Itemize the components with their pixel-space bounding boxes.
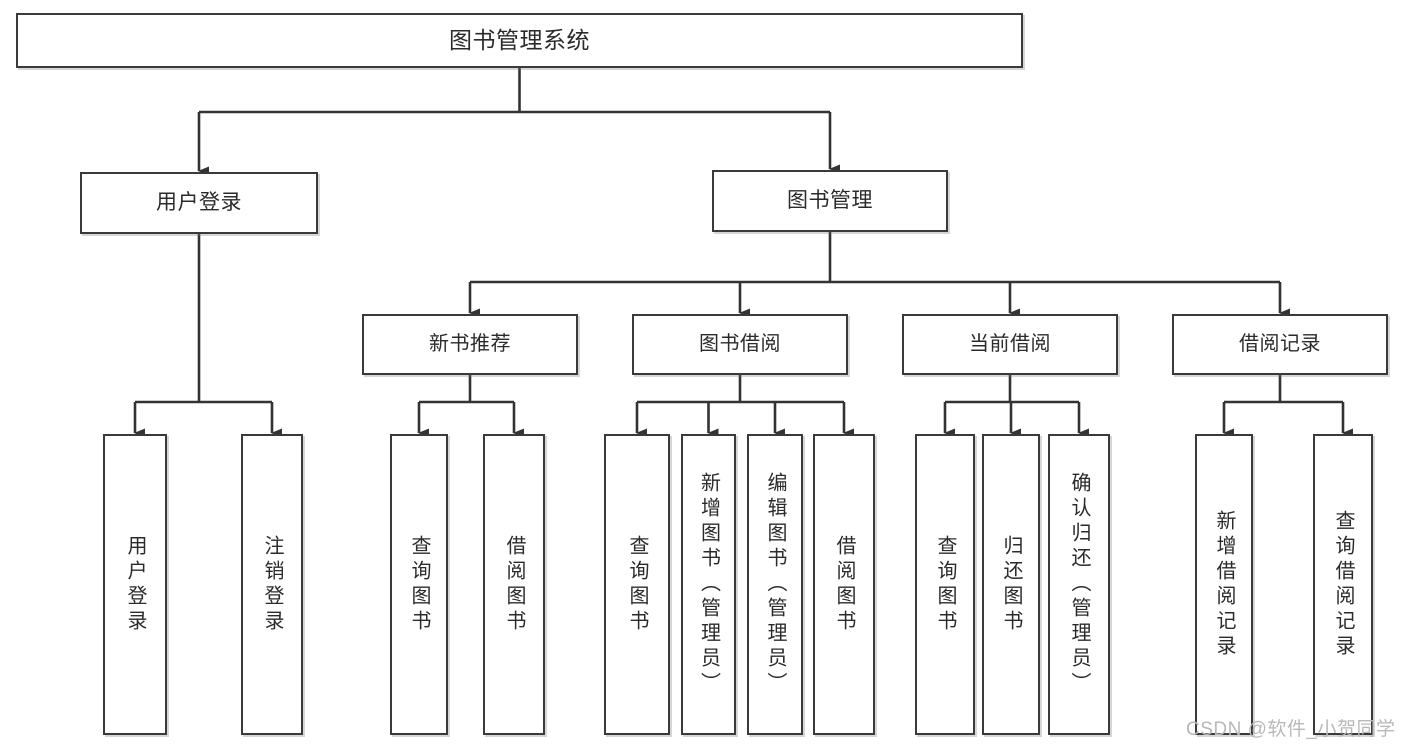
leaf-borrow-book-label: 借阅图书 <box>833 534 855 635</box>
leaf-add-borrow-record-label: 新增借阅记录 <box>1213 509 1235 660</box>
node-current-borrow-label: 当前借阅 <box>969 332 1051 355</box>
node-book-management-label: 图书管理 <box>787 188 873 212</box>
node-current-borrow[interactable]: 当前借阅 <box>902 314 1118 375</box>
leaf-user-login-label: 用户登录 <box>124 534 146 635</box>
leaf-logout[interactable]: 注销登录 <box>241 434 303 735</box>
leaf-query-book-recommend[interactable]: 查询图书 <box>390 434 448 735</box>
leaf-confirm-return-admin[interactable]: 确认归还（管理员） <box>1048 434 1110 735</box>
node-book-borrow[interactable]: 图书借阅 <box>632 314 848 375</box>
leaf-edit-book-admin-label: 编辑图书（管理员） <box>764 472 786 697</box>
node-book-management[interactable]: 图书管理 <box>712 170 948 232</box>
node-borrow-record-label: 借阅记录 <box>1239 332 1321 355</box>
node-new-book-recommend-label: 新书推荐 <box>429 332 511 355</box>
leaf-add-book-admin[interactable]: 新增图书（管理员） <box>681 434 736 735</box>
leaf-borrow-book-recommend[interactable]: 借阅图书 <box>483 434 545 735</box>
watermark: CSDN @软件_小贺同学 <box>1186 719 1396 740</box>
leaf-return-book[interactable]: 归还图书 <box>982 434 1040 735</box>
node-user-login-label: 用户登录 <box>156 190 242 214</box>
node-root[interactable]: 图书管理系统 <box>16 13 1023 68</box>
leaf-query-book-label: 查询图书 <box>626 534 648 635</box>
leaf-user-login[interactable]: 用户登录 <box>103 434 167 735</box>
leaf-logout-label: 注销登录 <box>261 534 283 635</box>
node-root-label: 图书管理系统 <box>449 26 590 53</box>
leaf-query-borrow-record-label: 查询借阅记录 <box>1332 509 1354 660</box>
edge-group <box>133 68 1353 438</box>
leaf-return-book-label: 归还图书 <box>1000 534 1022 635</box>
leaf-add-book-admin-label: 新增图书（管理员） <box>697 472 720 697</box>
leaf-confirm-return-admin-label: 确认归还（管理员） <box>1068 472 1090 697</box>
leaf-add-borrow-record[interactable]: 新增借阅记录 <box>1195 434 1253 735</box>
leaf-query-book[interactable]: 查询图书 <box>604 434 670 735</box>
node-new-book-recommend[interactable]: 新书推荐 <box>362 314 578 375</box>
leaf-borrow-book[interactable]: 借阅图书 <box>813 434 875 735</box>
leaf-query-book-recommend-label: 查询图书 <box>408 534 430 635</box>
leaf-query-book-current[interactable]: 查询图书 <box>915 434 975 735</box>
leaf-query-borrow-record[interactable]: 查询借阅记录 <box>1313 434 1373 735</box>
leaf-query-book-current-label: 查询图书 <box>934 534 956 635</box>
node-book-borrow-label: 图书借阅 <box>699 332 781 355</box>
node-user-login[interactable]: 用户登录 <box>80 172 318 234</box>
leaf-edit-book-admin[interactable]: 编辑图书（管理员） <box>747 434 803 735</box>
leaf-borrow-book-recommend-label: 借阅图书 <box>503 534 525 635</box>
node-borrow-record[interactable]: 借阅记录 <box>1172 314 1388 375</box>
